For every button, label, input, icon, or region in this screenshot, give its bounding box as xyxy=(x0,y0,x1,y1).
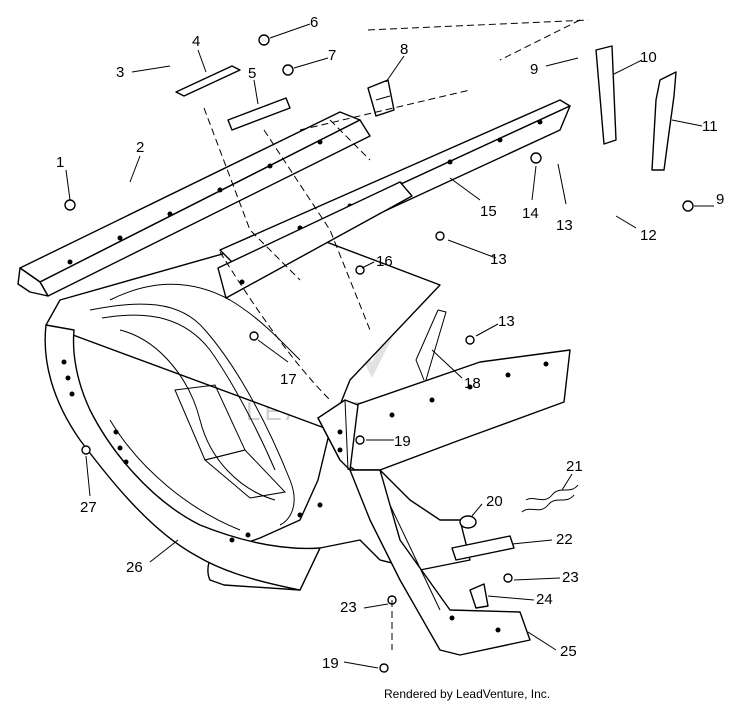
callout-19b: 19 xyxy=(322,655,339,672)
callout-4: 4 xyxy=(192,33,200,50)
callout-9b: 9 xyxy=(716,191,724,208)
part-24-clip xyxy=(469,583,489,609)
callout-23a: 23 xyxy=(562,569,579,586)
part-20-cap xyxy=(459,515,477,529)
callout-10: 10 xyxy=(640,49,657,66)
callout-1: 1 xyxy=(56,154,64,171)
alignment-lines xyxy=(203,19,589,650)
credit-text: Rendered by LeadVenture, Inc. xyxy=(384,687,551,701)
fasteners xyxy=(64,34,694,673)
callout-18: 18 xyxy=(464,375,481,392)
callout-21: 21 xyxy=(566,458,583,475)
part-21-spring xyxy=(521,484,579,513)
callout-6: 6 xyxy=(310,14,318,31)
callout-23b: 23 xyxy=(340,599,357,616)
leader-lines xyxy=(65,23,714,669)
part-4-strip xyxy=(175,65,241,97)
callout-16: 16 xyxy=(376,253,393,270)
callout-25: 25 xyxy=(560,643,577,660)
part-11-handle xyxy=(651,71,677,171)
callout-20: 20 xyxy=(486,493,503,510)
callout-5: 5 xyxy=(248,65,256,82)
callout-17: 17 xyxy=(280,371,297,388)
callout-13c: 13 xyxy=(498,313,515,330)
callout-7: 7 xyxy=(328,47,336,64)
callout-19a: 19 xyxy=(394,433,411,450)
part-22-plate xyxy=(451,535,515,561)
part-18-bracket xyxy=(415,309,447,381)
part-8-connector xyxy=(367,79,395,117)
callout-14: 14 xyxy=(522,205,539,222)
callout-15: 15 xyxy=(480,203,497,220)
part-5-strip xyxy=(227,97,291,131)
callout-24: 24 xyxy=(536,591,553,608)
callout-12: 12 xyxy=(640,227,657,244)
callout-13b: 13 xyxy=(490,251,507,268)
callout-13a: 13 xyxy=(556,217,573,234)
callout-2: 2 xyxy=(136,139,144,156)
callout-22: 22 xyxy=(556,531,573,548)
callout-27: 27 xyxy=(80,499,97,516)
callout-11: 11 xyxy=(702,118,718,135)
callouts: 1 2 3 4 5 6 7 8 9 10 11 9 12 13 14 15 13… xyxy=(56,14,724,672)
part-2-rear-rail xyxy=(17,111,371,297)
part-10-bracket xyxy=(595,45,617,145)
callout-9a: 9 xyxy=(530,61,538,78)
part-17-plate xyxy=(217,181,413,299)
callout-26: 26 xyxy=(126,559,143,576)
callout-8: 8 xyxy=(400,41,408,58)
callout-3: 3 xyxy=(116,64,124,81)
